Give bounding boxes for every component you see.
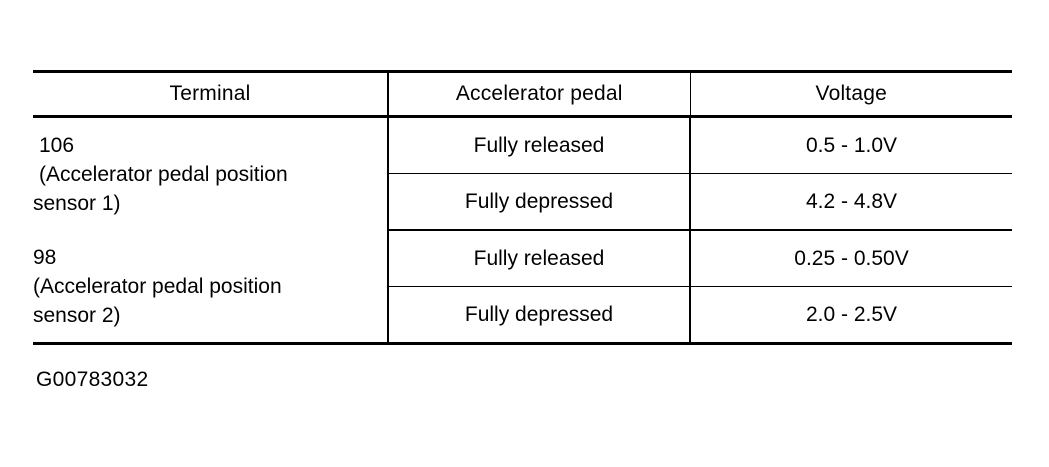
- voltage-value: 0.5 - 1.0V: [690, 116, 1012, 174]
- figure-caption: G00783032: [36, 368, 149, 391]
- table-row: 98 (Accelerator pedal position sensor 2)…: [33, 230, 1012, 344]
- terminal-description-line-2: sensor 2): [33, 303, 121, 327]
- column-header-accelerator-pedal: Accelerator pedal: [388, 71, 691, 118]
- table-row: 106 (Accelerator pedal position sensor 1…: [33, 116, 1012, 230]
- table-row: Fully depressed 2.0 - 2.5V: [33, 286, 1012, 344]
- terminal-description-line-1: (Accelerator pedal position: [33, 274, 282, 298]
- voltage-value: 4.2 - 4.8V: [690, 173, 1012, 231]
- terminal-cell-98: 98 (Accelerator pedal position sensor 2): [33, 230, 389, 344]
- voltage-value: 0.25 - 0.50V: [690, 230, 1012, 287]
- voltage-spec-table: Terminal Accelerator pedal Voltage 106 (…: [33, 70, 1012, 345]
- terminal-description-line-2: sensor 1): [33, 191, 121, 215]
- table-row: Fully depressed 4.2 - 4.8V: [33, 173, 1012, 231]
- pedal-state-value: Fully released: [388, 230, 691, 287]
- column-header-terminal: Terminal: [33, 71, 389, 118]
- pedal-state-value: Fully depressed: [388, 286, 691, 344]
- table-header-row: Terminal Accelerator pedal Voltage: [33, 71, 1012, 118]
- pedal-state-value: Fully released: [388, 116, 691, 174]
- table-body: 106 (Accelerator pedal position sensor 1…: [33, 116, 1012, 344]
- terminal-number: 98: [33, 245, 57, 269]
- spec-figure: Terminal Accelerator pedal Voltage 106 (…: [33, 70, 1012, 345]
- pedal-state-value: Fully depressed: [388, 173, 691, 231]
- terminal-cell-106: 106 (Accelerator pedal position sensor 1…: [33, 116, 389, 230]
- terminal-description-line-1: (Accelerator pedal position: [39, 162, 288, 186]
- terminal-number: 106: [39, 133, 75, 157]
- voltage-value: 2.0 - 2.5V: [690, 286, 1012, 344]
- column-header-voltage: Voltage: [690, 71, 1012, 118]
- table-head: Terminal Accelerator pedal Voltage: [33, 71, 1012, 118]
